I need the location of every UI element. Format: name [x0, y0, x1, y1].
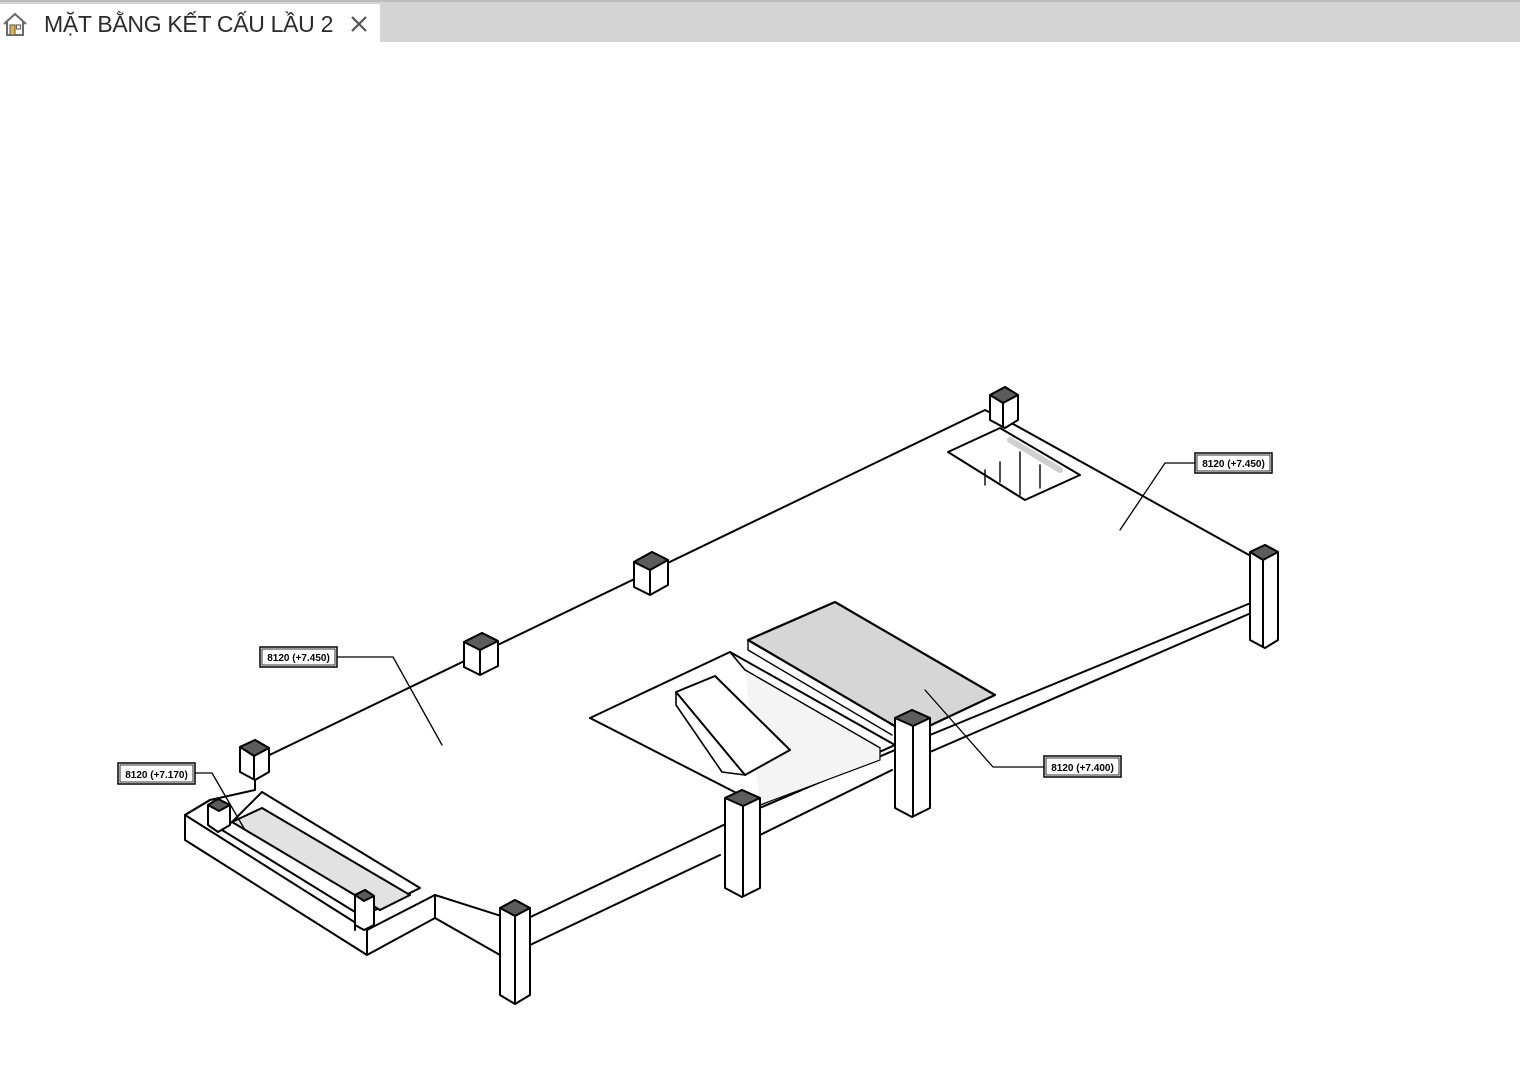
column-top-right	[989, 386, 1019, 429]
leader-left	[334, 656, 443, 746]
leader-bottom-left	[194, 772, 246, 831]
tab-bar: MẶT BẰNG KẾT CẤU LẦU 2	[0, 0, 1520, 44]
drawing-canvas[interactable]: 8120 (+7.450) 8120 (+7.450) 8120 (+7.170…	[0, 42, 1520, 1083]
column-front-3	[894, 709, 931, 818]
isometric-3d-view: 8120 (+7.450) 8120 (+7.450) 8120 (+7.170…	[117, 386, 1279, 1005]
balcony-lowered-slab	[231, 807, 411, 911]
leader-upper-right	[1119, 462, 1196, 531]
column-back-1	[633, 551, 669, 596]
tag-label: 8120 (+7.450)	[1202, 459, 1265, 470]
close-icon[interactable]	[346, 11, 372, 37]
tab-title: MẶT BẰNG KẾT CẤU LẦU 2	[44, 10, 334, 37]
tag-label: 8120 (+7.170)	[125, 770, 188, 781]
leader-center-right	[924, 689, 1046, 768]
column-front-2	[724, 789, 761, 898]
home-icon	[0, 9, 30, 39]
stair-flight	[675, 675, 791, 776]
tag-label: 8120 (+7.450)	[267, 653, 330, 664]
balcony-box	[184, 814, 436, 956]
elevation-tag-center-right[interactable]: 8120 (+7.400)	[1043, 755, 1122, 778]
columns	[207, 386, 1279, 1005]
column-back-3	[239, 739, 270, 781]
tag-label: 8120 (+7.400)	[1051, 763, 1114, 774]
column-front-1	[499, 899, 531, 1005]
elevation-tag-left[interactable]: 8120 (+7.450)	[259, 646, 338, 668]
column-right-end	[1249, 544, 1279, 649]
elevation-tag-bottom-left[interactable]: 8120 (+7.170)	[117, 762, 196, 785]
tab-view-structural-plan[interactable]: MẶT BẰNG KẾT CẤU LẦU 2	[0, 4, 380, 44]
shaft-opening	[947, 427, 1081, 501]
lowered-slab-grey	[746, 600, 997, 737]
column-balcony-inner	[354, 889, 375, 931]
column-back-2	[463, 632, 499, 676]
elevation-tag-upper-right[interactable]: 8120 (+7.450)	[1194, 452, 1273, 474]
column-balcony-corner	[207, 798, 231, 833]
